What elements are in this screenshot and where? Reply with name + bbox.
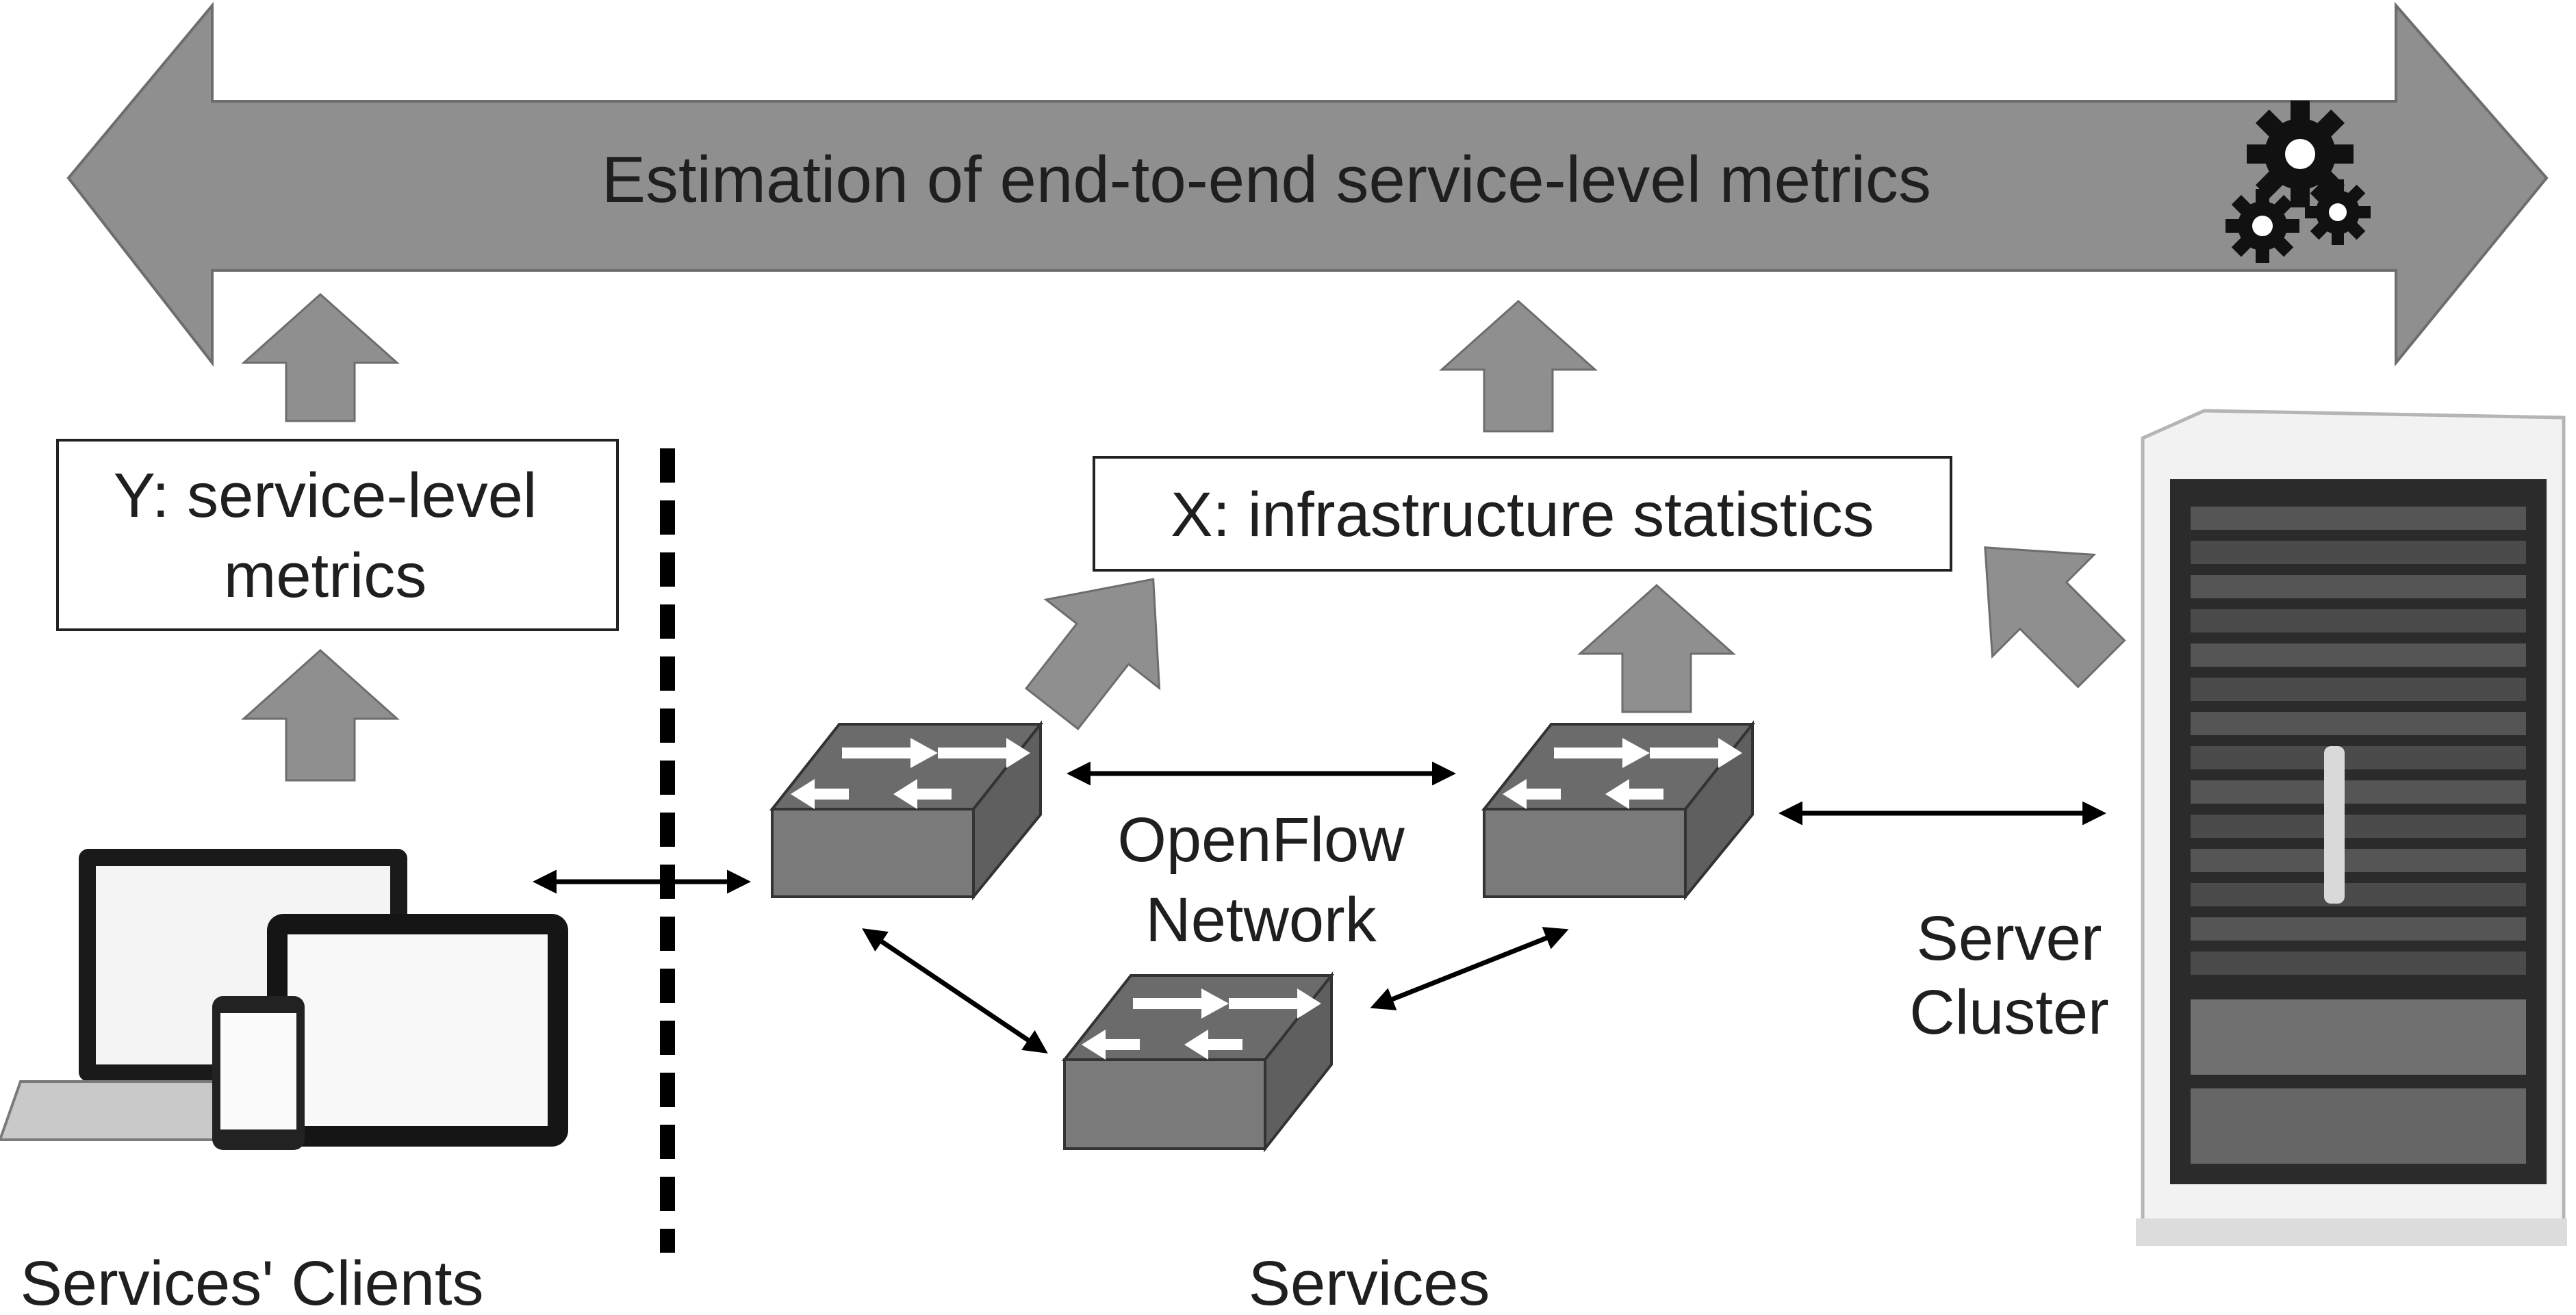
openflow-switch-1	[769, 720, 1044, 901]
server-rack-icon	[2136, 409, 2567, 1246]
services-label: Services	[1249, 1249, 1490, 1315]
diag-arrow-switch-to-x	[1024, 578, 1161, 730]
up-arrow-x-to-banner	[1439, 299, 1598, 433]
network-label-line2: Network	[1145, 885, 1377, 955]
x-statistics-box	[1093, 456, 1952, 572]
gears-icon	[2226, 101, 2371, 263]
diag-arrow-server-to-x	[1984, 546, 2126, 689]
y-metrics-box	[56, 439, 619, 631]
link-switch1-switch3	[862, 928, 1048, 1054]
network-label-line1: OpenFlow	[1117, 805, 1405, 875]
cluster-label-line1: Server	[1917, 904, 2102, 973]
openflow-switch-3	[1061, 971, 1335, 1153]
openflow-switch-2	[1481, 720, 1756, 901]
y-metrics-label-line2: metrics	[224, 541, 426, 611]
x-statistics-label: X: infrastructure statistics	[1171, 480, 1874, 550]
y-metrics-label-line1: Y: service-level	[114, 461, 537, 531]
banner-arrow	[66, 1, 2549, 367]
banner-text: Estimation of end-to-end service-level m…	[602, 143, 1931, 216]
link-switch3-switch2	[1370, 927, 1569, 1010]
up-arrow-clients-to-y	[241, 648, 400, 782]
cluster-label-line2: Cluster	[1909, 978, 2108, 1047]
client-devices-icon	[0, 849, 568, 1150]
up-arrow-switch-to-x	[1577, 583, 1736, 713]
up-arrow-y-to-banner	[241, 292, 400, 422]
clients-label: Services' Clients	[20, 1249, 483, 1315]
